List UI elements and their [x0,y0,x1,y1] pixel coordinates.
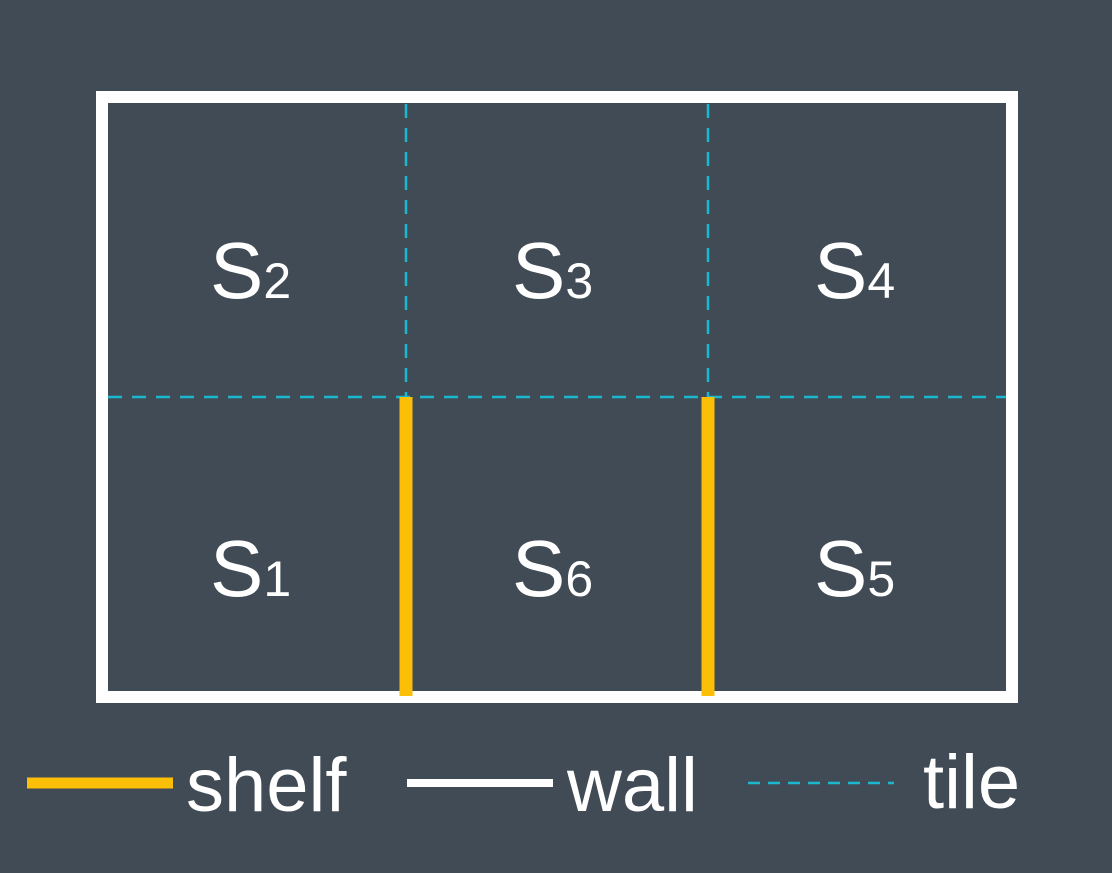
cell-label-s6: S6 [512,524,593,613]
cell-label-s5: S5 [814,524,895,613]
cell-label-s4: S4 [814,226,895,315]
legend-tile-label: tile [923,740,1020,825]
legend: shelf wall tile [27,740,1020,828]
outer-wall [96,91,1018,703]
legend-shelf-label: shelf [186,743,347,828]
cell-label-s2: S2 [210,226,291,315]
cell-label-s3: S3 [512,226,593,315]
legend-wall-label: wall [566,743,698,828]
cell-label-s1: S1 [210,524,291,613]
